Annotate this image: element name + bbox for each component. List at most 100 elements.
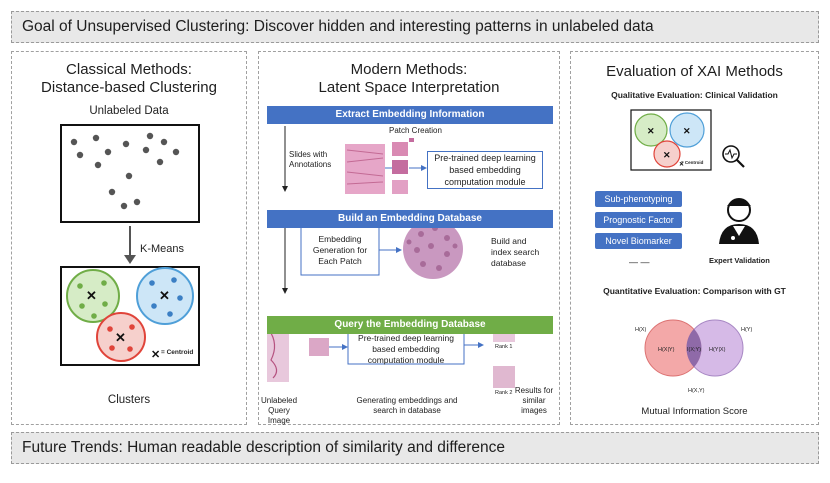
modern-diagram	[267, 126, 515, 388]
cluster-green: ✕	[66, 269, 120, 323]
magnifier-icon	[722, 145, 740, 163]
goal-banner: Goal of Unsupervised Clustering: Discove…	[11, 11, 819, 43]
build-index-text: Build and index search database	[491, 236, 539, 269]
classical-methods-panel: Classical Methods: Distance-based Cluste…	[11, 51, 247, 425]
centroid-legend: = Centroid	[161, 349, 194, 356]
embedding-sphere-points	[406, 225, 458, 271]
embedding-gen-line2: Generation for	[312, 245, 368, 255]
venn-label-hy-given-x: H(Y|X)	[709, 347, 726, 353]
cluster-blue: ✕	[136, 267, 194, 325]
query-patch	[309, 338, 329, 356]
modern-title-line1: Modern Methods:	[350, 61, 468, 78]
svg-text:✕: ✕	[115, 330, 126, 345]
xai-diagram: ✕ ✕ ✕ ✕	[630, 109, 759, 377]
kmeans-label: K-Means	[140, 243, 185, 255]
expert-validation-label: Expert Validation	[709, 256, 770, 265]
svg-text:✕: ✕	[663, 150, 671, 160]
build-index-line2: index search	[491, 247, 540, 257]
unlabeled-data-label: Unlabeled Data	[89, 105, 169, 117]
cluster-red: ✕	[96, 312, 146, 362]
mini-centroids: ✕ ✕ ✕ ✕	[647, 126, 691, 168]
doctor-icon	[719, 198, 759, 244]
modern-title-line2: Latent Space Interpretation	[318, 79, 500, 96]
mini-centroid-legend: = Centroid	[681, 160, 704, 165]
venn-label-ixy: I(X;Y)	[687, 347, 702, 353]
svg-text:✕: ✕	[647, 126, 655, 136]
build-index-line1: Build and	[491, 236, 527, 246]
mutual-information-label: Mutual Information Score	[641, 406, 748, 417]
svg-text:✕: ✕	[86, 288, 97, 303]
mini-cluster-blue	[669, 112, 705, 148]
svg-text:✕: ✕	[679, 161, 684, 168]
kmeans-arrowhead	[124, 255, 136, 264]
step-extract-embedding: Extract Embedding Information	[267, 106, 553, 124]
embedding-to-db-head	[396, 247, 402, 253]
slides-label-1: Slides with	[289, 150, 328, 159]
query-line1: Unlabeled	[260, 396, 298, 405]
xai-evaluation-panel: Evaluation of XAI Methods Qualitative Ev…	[570, 51, 819, 425]
pretrained-module-text-2: Pre-trained deep learning based embeddin…	[348, 330, 464, 368]
venn-label-hx-given-y: H(X|Y)	[658, 347, 675, 353]
magnifier-handle	[736, 159, 745, 168]
embedding-generation-box	[300, 224, 380, 276]
venn-label-hy: H(Y)	[741, 327, 753, 333]
results-line1: Results for	[514, 386, 554, 395]
centroid-legend-mark: ✕	[151, 349, 160, 361]
pill-prognostic-factor: Prognostic Factor	[595, 212, 682, 228]
classical-title-line2: Distance-based Clustering	[41, 79, 217, 96]
slide-texture	[346, 149, 384, 185]
classical-title-line1: Classical Methods:	[66, 61, 192, 78]
svg-text:✕: ✕	[683, 126, 691, 136]
clusters-label: Clusters	[107, 394, 151, 406]
flow-arrow-1	[282, 186, 288, 192]
patches	[392, 138, 414, 194]
embedding-gen-line1: Embedding	[318, 234, 362, 244]
query-line2: Query Image	[267, 406, 291, 425]
generating-label: Generating embeddings and search in data…	[345, 396, 469, 416]
result-rank2-image	[493, 366, 515, 388]
venn-label-hx: H(X)	[635, 327, 647, 333]
qualitative-title: Qualitative Evaluation: Clinical Validat…	[611, 90, 778, 100]
pretrained-1-line3: computation module	[444, 177, 526, 187]
modern-methods-panel: Modern Methods: Latent Space Interpretat…	[258, 51, 560, 425]
pretrained-2-line1: Pre-trained deep learning	[358, 332, 454, 343]
pretrained-module-box-1: Pre-trained deep learning based embeddin…	[427, 151, 543, 189]
slides-label-2: Annotations	[289, 160, 332, 169]
pulse-icon	[725, 148, 737, 160]
quantitative-title: Quantitative Evaluation: Comparison with…	[603, 286, 786, 296]
pill-ellipsis: — —	[629, 257, 650, 267]
rank1-label: Rank 1	[495, 344, 513, 350]
pretrained-1-line1: Pre-trained deep learning	[434, 153, 536, 163]
flow-arrow-2	[282, 288, 288, 294]
query-image-label: Unlabeled Query Image	[259, 396, 299, 426]
generating-line1: Generating embeddings and	[356, 396, 458, 405]
rank2-label: Rank 2	[495, 390, 513, 396]
patch-creation-label: Patch Creation	[389, 126, 442, 135]
step-build-database: Build an Embedding Database	[267, 210, 553, 228]
mini-cluster-green	[634, 113, 668, 147]
module-to-results-head	[478, 342, 484, 348]
svg-text:✕: ✕	[159, 288, 170, 303]
build-index-line3: database	[491, 258, 526, 268]
results-label: Results for similar images	[509, 386, 559, 416]
patches-to-module-head	[421, 165, 427, 171]
pill-novel-biomarker: Novel Biomarker	[595, 233, 682, 249]
pretrained-2-line2: based embedding	[372, 343, 440, 354]
xai-title: Evaluation of XAI Methods	[606, 63, 783, 80]
pretrained-1-line2: based embedding	[449, 165, 521, 175]
results-line2: similar images	[521, 396, 547, 415]
query-to-module-head	[342, 344, 348, 350]
query-slide-texture	[268, 329, 278, 379]
embedding-gen-line3: Each Patch	[318, 256, 362, 266]
pill-sub-phenotyping: Sub-phenotyping	[595, 191, 682, 207]
unlabeled-points	[70, 132, 180, 210]
mini-cluster-red	[653, 140, 681, 168]
embedding-generation-text: Embedding Generation for Each Patch	[301, 234, 379, 267]
venn-label-hxy: H(X,Y)	[688, 388, 705, 394]
venn-overlap	[686, 329, 702, 367]
generating-line2: search in database	[373, 406, 441, 415]
classical-diagram: ✕ ✕ ✕ ✕	[60, 124, 200, 366]
step-query-database: Query the Embedding Database	[267, 316, 553, 334]
pretrained-2-line3: computation module	[367, 354, 445, 365]
future-trends-banner: Future Trends: Human readable descriptio…	[11, 432, 819, 464]
